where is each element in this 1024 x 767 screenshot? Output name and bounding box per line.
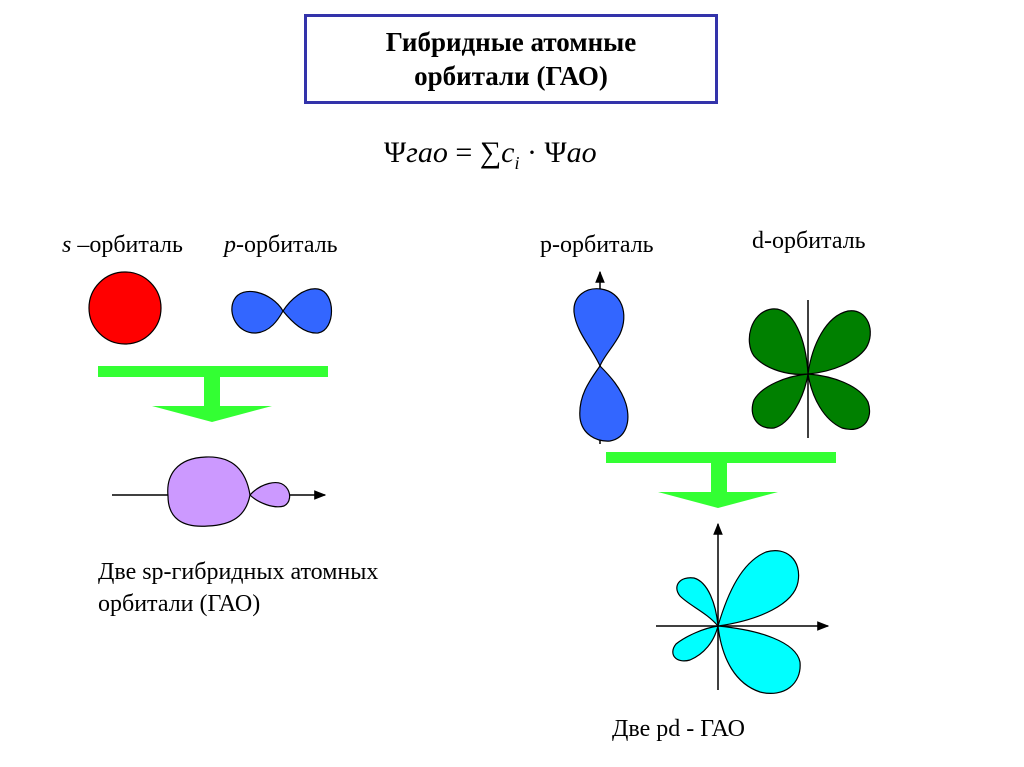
- sp-hybrid-small-lobe: [249, 482, 291, 508]
- label-p-rest: -орбиталь: [236, 232, 338, 258]
- formula-coefficient-index: i: [514, 153, 520, 173]
- label-s-orbital: s –орбиталь: [62, 232, 183, 259]
- d-orbital-upper-right-lobe: [807, 310, 871, 375]
- label-d-orbital: d-орбиталь: [752, 228, 866, 254]
- s-orbital-sphere: [88, 271, 162, 345]
- formula-lhs-subscript: гао: [406, 136, 448, 169]
- p-orbital-right-upper-lobe: [573, 288, 625, 368]
- label-s-rest: –орбиталь: [71, 232, 183, 258]
- d-orbital-lower-left-lobe: [751, 373, 809, 429]
- page-title: Гибридные атомные орбитали (ГАО): [385, 27, 637, 91]
- label-p-orbital-left: p-орбиталь: [224, 232, 338, 259]
- formula-psi: Ψ: [384, 136, 407, 169]
- formula-sum: = ∑: [447, 136, 502, 169]
- formula-coefficient: c: [501, 136, 515, 169]
- pd-hybrid-lower-left-lobe: [672, 625, 719, 662]
- formula-product: · Ψ: [519, 136, 567, 169]
- p-orbital-left-shape: [231, 288, 332, 334]
- caption-pd-hybrid: Две pd - ГАО: [612, 716, 745, 742]
- d-orbital-upper-left-lobe: [748, 308, 809, 375]
- formula-rhs-subscript: ао: [566, 136, 597, 169]
- label-p-italic: p: [224, 232, 236, 258]
- p-orbital-right-lower-lobe: [579, 365, 629, 442]
- label-s-italic: s: [62, 232, 72, 258]
- label-p-orbital-right: p-орбиталь: [540, 232, 654, 258]
- combine-arrow-left: [98, 366, 328, 422]
- pd-hybrid-upper-left-lobe: [676, 577, 719, 628]
- sp-hybrid-large-lobe: [167, 456, 251, 527]
- d-orbital-lower-right-lobe: [807, 373, 871, 430]
- combine-arrow-right: [606, 452, 836, 508]
- pd-hybrid-lower-right-lobe: [717, 625, 801, 694]
- hybrid-orbital-formula: Ψгао = ∑ci · Ψао: [384, 136, 597, 174]
- pd-hybrid-upper-right-lobe: [717, 550, 800, 627]
- title-box: Гибридные атомные орбитали (ГАО): [304, 14, 718, 104]
- caption-sp-hybrid: Две sp-гибридных атомных орбитали (ГАО): [98, 559, 379, 617]
